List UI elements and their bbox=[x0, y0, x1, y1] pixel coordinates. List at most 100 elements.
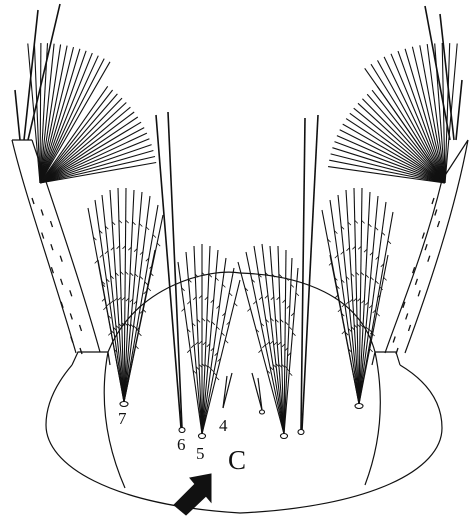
seta-short-4 bbox=[223, 376, 227, 408]
seta-tuft-right-barb bbox=[335, 255, 338, 258]
seta-socket-6 bbox=[179, 428, 185, 433]
spine-dash-right bbox=[393, 337, 395, 343]
seta-socket-7 bbox=[120, 402, 128, 407]
seta-socket-long-right bbox=[298, 430, 304, 435]
seta-tuft-7-barb bbox=[95, 260, 98, 263]
segment-outline bbox=[46, 365, 442, 513]
spine-dash-left bbox=[51, 221, 53, 227]
seta-tuft-7-barb bbox=[146, 227, 149, 230]
seta-tuft-5-barb bbox=[187, 301, 190, 304]
seta-tuft-7-barb bbox=[153, 235, 156, 238]
seta-tuft-7-barb bbox=[107, 303, 110, 306]
fan-seta-left bbox=[40, 133, 147, 183]
seta-tuft-7-barb bbox=[157, 243, 160, 246]
spine-dash-right bbox=[406, 313, 408, 319]
spine-dash-left bbox=[42, 233, 44, 239]
seta-tuft-right-barb bbox=[388, 241, 391, 244]
seta-tuft-right-barb bbox=[346, 302, 349, 305]
appendage-spines-right bbox=[393, 198, 439, 354]
spine-dash-right bbox=[425, 244, 427, 250]
seta-label-4: 4 bbox=[219, 416, 228, 435]
spine-dash-right bbox=[418, 290, 420, 296]
seta-tuft-mid-barb bbox=[270, 341, 273, 344]
seta-tuft-mid-barb bbox=[266, 342, 269, 345]
seta-tuft-mid-barb bbox=[262, 345, 265, 348]
seta-tuft-mid-barb bbox=[253, 301, 256, 304]
seta-label-6: 6 bbox=[177, 435, 186, 454]
seta-tuft-5-barb bbox=[211, 369, 214, 372]
arrow-pointer-icon bbox=[174, 474, 211, 515]
seta-tuft-mid-barb bbox=[265, 295, 268, 298]
seta-tuft-5-barb bbox=[229, 293, 232, 296]
shoulder-left bbox=[72, 352, 110, 365]
seta-tuft-7-barb bbox=[148, 288, 151, 291]
seta-sockets bbox=[120, 402, 363, 439]
seta-tuft-7-barb bbox=[134, 326, 137, 329]
seta-tuft-7-barb bbox=[100, 255, 103, 258]
seta-tuft-5-barb bbox=[216, 377, 219, 380]
seta-tuft-7-barb bbox=[139, 224, 142, 227]
spine-dash-right bbox=[422, 233, 424, 239]
seta-tuft-5-barb bbox=[216, 278, 219, 281]
seta-tuft-7-barb bbox=[145, 282, 148, 285]
seta-tuft-right-barb bbox=[368, 224, 371, 227]
spine-dash-right bbox=[438, 221, 440, 227]
seta-tuft-5-barb bbox=[217, 327, 220, 330]
spine-dash-left bbox=[60, 256, 62, 262]
fan-seta-right bbox=[358, 103, 445, 183]
spine-dash-left bbox=[80, 348, 82, 354]
seta-tuft-mid-barb bbox=[289, 373, 292, 376]
seta-long-6 bbox=[168, 112, 182, 428]
seta-tuft-5-barb bbox=[234, 303, 237, 306]
spine-dash-right bbox=[435, 210, 437, 216]
seta-tuft-5-barb bbox=[187, 350, 190, 353]
seta-tuft-right-barb bbox=[335, 295, 338, 298]
spine-dash-right bbox=[409, 325, 411, 331]
seta-tuft-right-barb bbox=[370, 349, 373, 352]
seta-tuft-5-barb bbox=[182, 308, 185, 311]
seta-tuft-5-barb bbox=[222, 284, 225, 287]
seta-label-5: 5 bbox=[196, 444, 205, 463]
spine-right bbox=[456, 80, 462, 140]
seta-tuft-7-barb bbox=[140, 276, 143, 279]
fan-seta-left bbox=[34, 43, 40, 183]
seta-tuft-right-barb bbox=[382, 232, 385, 235]
seta-tuft-mid-barb bbox=[259, 350, 262, 353]
seta-tuft-right-barb bbox=[347, 248, 350, 251]
spine-dash-left bbox=[41, 210, 43, 216]
spine-dash-right bbox=[396, 348, 398, 354]
seta-tuft-7-barb bbox=[114, 298, 117, 301]
seta-tuft-right-barb bbox=[371, 277, 374, 280]
setae-group bbox=[15, 4, 462, 434]
spine-dash-right bbox=[428, 256, 430, 262]
seta-short-4 bbox=[223, 373, 232, 408]
seta-tuft-right-barb bbox=[377, 313, 380, 316]
inner-wall-right bbox=[365, 352, 380, 485]
spine-dash-left bbox=[70, 290, 72, 296]
seta-tuft-mid-barb bbox=[296, 293, 299, 296]
seta-socket-mid bbox=[281, 434, 288, 439]
spine-dash-left bbox=[51, 244, 53, 250]
seta-tuft-7-barb bbox=[103, 307, 106, 310]
seta-tuft-right-barb bbox=[376, 281, 379, 284]
spine-dash-right bbox=[432, 198, 434, 204]
panel-label: C bbox=[228, 445, 246, 475]
seta-tuft-7-barb bbox=[138, 333, 141, 336]
spine-dash-left bbox=[80, 325, 82, 331]
seta-tuft-mid-barb bbox=[274, 342, 277, 345]
seta-tuft-right-barb bbox=[384, 277, 387, 280]
appendage-spines-left bbox=[32, 198, 82, 354]
seta-socket-short-right bbox=[260, 410, 265, 414]
seta-tuft-5-barb bbox=[212, 322, 215, 325]
seta-socket-right bbox=[355, 404, 363, 409]
seta-label-7: 7 bbox=[118, 409, 127, 428]
seta-socket-5 bbox=[199, 434, 206, 439]
spine-dash-right bbox=[415, 279, 417, 285]
seta-tuft-mid-barb bbox=[247, 308, 250, 311]
seta-tuft-right-barb bbox=[342, 331, 345, 334]
seta-tuft-right-barb bbox=[341, 251, 344, 254]
seta-tuft-7-barb bbox=[135, 274, 138, 277]
seta-tuft-mid-barb bbox=[259, 297, 262, 300]
